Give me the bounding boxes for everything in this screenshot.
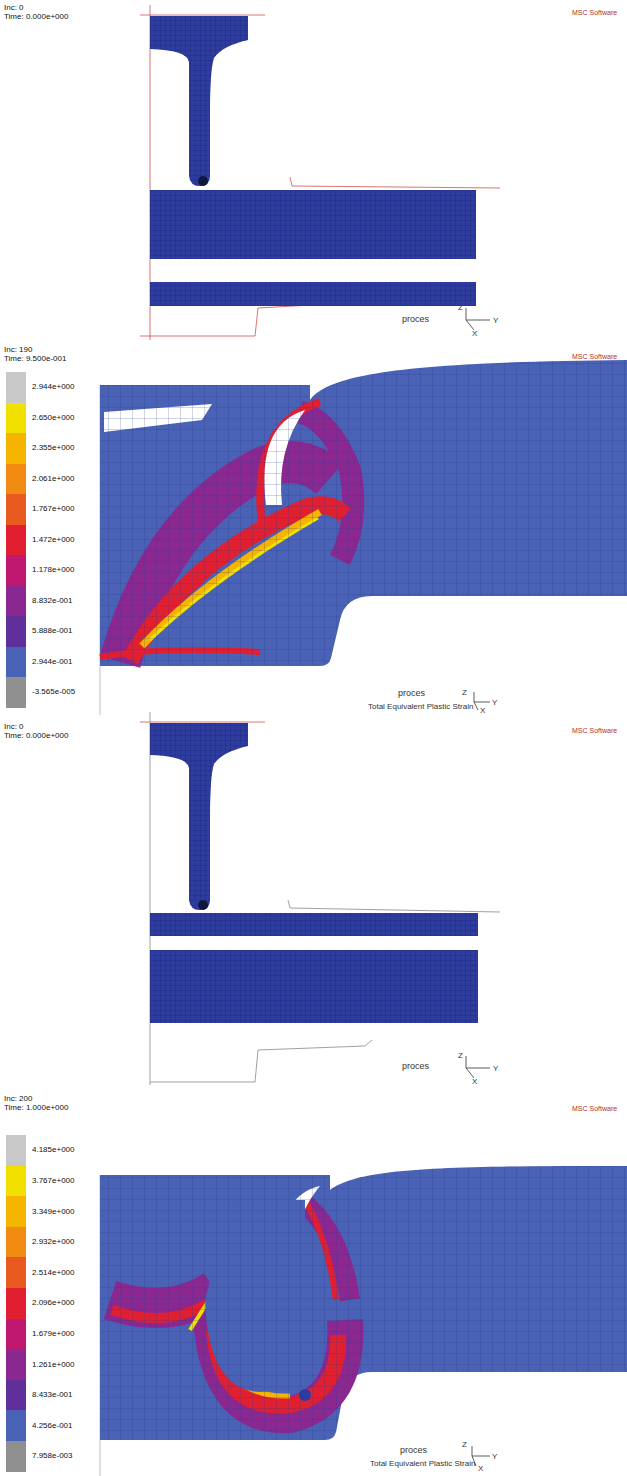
legend-value: 2.096e+000: [32, 1298, 75, 1307]
label-text: X: [472, 1077, 477, 1086]
legend-value: 2.932e+000: [32, 1237, 75, 1246]
panel-1: [140, 5, 500, 340]
color-swatch: [6, 372, 26, 403]
label-text: Y: [492, 1452, 497, 1461]
legend-value: 2.355e+000: [32, 443, 75, 452]
color-swatch: [6, 1410, 26, 1441]
color-swatch: [6, 525, 26, 556]
color-swatch: [6, 1196, 26, 1227]
color-swatch: [6, 494, 26, 525]
legend-value: 3.767e+000: [32, 1176, 75, 1185]
legend-value: 2.944e+000: [32, 382, 75, 391]
legend-value: 4.256e-001: [32, 1421, 72, 1430]
panel-3: [140, 712, 500, 1085]
legend-value: 1.679e+000: [32, 1329, 75, 1338]
label-text: proces: [402, 315, 429, 324]
label-text: proces: [400, 1446, 427, 1455]
label-text: X: [472, 329, 477, 338]
label-text: MSC Software: [572, 1104, 617, 1113]
label-text: proces: [402, 1062, 429, 1071]
legend-value: 3.349e+000: [32, 1207, 75, 1216]
legend-value: 2.061e+000: [32, 474, 75, 483]
color-swatch: [6, 586, 26, 617]
label-text: proces: [398, 689, 425, 698]
label-text: MSC Software: [572, 726, 617, 735]
color-swatch: [6, 1349, 26, 1380]
legend-value: 8.832e-001: [32, 596, 72, 605]
label-text: Y: [492, 698, 497, 707]
label-text: Y: [493, 316, 498, 325]
label-text: Z: [462, 1440, 467, 1449]
color-swatch: [6, 1380, 26, 1411]
color-swatch: [6, 1227, 26, 1258]
label-text: Time: 0.000e+000: [4, 731, 68, 740]
legend-value: 1.261e+000: [32, 1360, 75, 1369]
label-text: Y: [493, 1064, 498, 1073]
legend-value: 1.472e+000: [32, 535, 75, 544]
label-text: Time: 0.000e+000: [4, 12, 68, 21]
legend-value: 7.958e-003: [32, 1451, 72, 1460]
legend-value: 5.888e-001: [32, 626, 72, 635]
label-text: Inc: 200: [4, 1094, 32, 1103]
color-swatch: [6, 1257, 26, 1288]
label-text: Inc: 0: [4, 722, 24, 731]
label-text: MSC Software: [572, 352, 617, 361]
color-swatch: [6, 403, 26, 434]
label-text: Time: 1.000e+000: [4, 1103, 68, 1112]
legend-value: 2.514e+000: [32, 1268, 75, 1277]
legend-value: 4.185e+000: [32, 1145, 75, 1154]
color-swatch: [6, 555, 26, 586]
legend-value: 1.767e+000: [32, 504, 75, 513]
label-text: Time: 9.500e-001: [4, 354, 66, 363]
label-text: Total Equivalent Plastic Strain: [370, 1459, 475, 1468]
color-swatch: [6, 677, 26, 708]
color-swatch: [6, 1441, 26, 1472]
color-swatch: [6, 1135, 26, 1166]
label-text: X: [478, 1464, 483, 1473]
label-text: X: [480, 706, 485, 715]
legend-value: 2.944e-001: [32, 657, 72, 666]
legend-value: 2.650e+000: [32, 413, 75, 422]
color-swatch: [6, 1319, 26, 1350]
color-swatch: [6, 464, 26, 495]
label-text: Total Equivalent Plastic Strain: [368, 702, 473, 711]
label-text: Z: [462, 688, 467, 697]
panel-4: [100, 1166, 627, 1476]
panel-2: [100, 360, 627, 715]
color-swatch: [6, 1288, 26, 1319]
color-swatch: [6, 433, 26, 464]
label-text: Inc: 0: [4, 3, 24, 12]
legend-value: 8.433e-001: [32, 1390, 72, 1399]
color-swatch: [6, 1166, 26, 1197]
label-text: Z: [458, 1051, 463, 1060]
label-text: MSC Software: [572, 8, 617, 17]
color-swatch: [6, 647, 26, 678]
legend-value: -3.565e-005: [32, 687, 75, 696]
color-swatch: [6, 616, 26, 647]
label-text: Inc: 190: [4, 345, 32, 354]
legend-value: 1.178e+000: [32, 565, 75, 574]
label-text: Z: [458, 303, 463, 312]
